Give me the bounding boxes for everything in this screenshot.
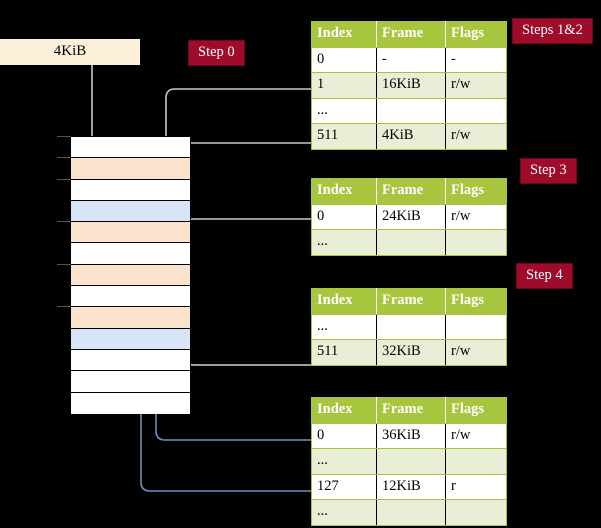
cell-flags: [445, 448, 507, 475]
cell-frame: 16KiB: [376, 72, 446, 99]
frame-boundary-tick: [57, 136, 71, 137]
cell-flags: [445, 313, 507, 341]
step4-badge: Step 4: [517, 264, 572, 288]
column-header-flags: Flags: [445, 397, 507, 424]
cell-flags: [445, 499, 507, 526]
cell-flags: [445, 97, 507, 125]
frame-boundary-tick: [57, 306, 71, 308]
memory-frame-row: [57, 157, 190, 180]
column-header-frame: Frame: [376, 397, 446, 424]
cell-index: ...: [311, 229, 377, 256]
table-row: ...: [311, 448, 507, 475]
memory-frame-row: [71, 243, 190, 265]
frame-boundary-tick: [57, 221, 71, 223]
cell-index: ...: [311, 313, 377, 341]
column-header-flags: Flags: [445, 178, 507, 205]
cell-flags: r: [445, 473, 507, 501]
column-header-index: Index: [311, 397, 377, 424]
cell-index: 0: [311, 422, 377, 450]
cell-frame: [376, 229, 446, 256]
memory-frame-row: [57, 136, 190, 159]
cell-frame: -: [376, 46, 446, 74]
cell-index: 0: [311, 203, 377, 231]
memory-frame-row: [71, 371, 190, 393]
cell-flags: -: [445, 46, 507, 74]
cell-frame: [376, 97, 446, 125]
frame-boundary-tick: [57, 178, 71, 180]
cell-index: 1: [311, 72, 377, 99]
memory-frame-row: [57, 306, 190, 329]
table-row: ...: [311, 229, 507, 256]
memory-frame-row: [57, 178, 190, 201]
cell-index: ...: [311, 97, 377, 125]
column-header-flags: Flags: [445, 288, 507, 315]
memory-frame-row: [71, 200, 190, 223]
cell-index: 511: [311, 339, 377, 366]
cell-flags: [445, 229, 507, 256]
cell-frame: 36KiB: [376, 422, 446, 450]
column-header-index: Index: [311, 178, 377, 205]
column-header-index: Index: [311, 288, 377, 315]
cell-index: ...: [311, 448, 377, 475]
frame-boundary-tick: [57, 263, 71, 265]
table-row: ...: [311, 97, 507, 125]
memory-frame-row: [57, 221, 190, 244]
cell-flags: r/w: [445, 203, 507, 231]
cell-frame: [376, 448, 446, 475]
step3-badge: Step 3: [521, 159, 576, 183]
cell-flags: r/w: [445, 72, 507, 99]
column-header-frame: Frame: [376, 178, 446, 205]
frame-boundary-tick: [57, 157, 71, 159]
column-header-flags: Flags: [445, 21, 507, 48]
column-header-index: Index: [311, 21, 377, 48]
physical-memory-column: [57, 136, 191, 414]
cell-index: ...: [311, 499, 377, 526]
memory-frame-row: [57, 263, 190, 287]
cell-flags: r/w: [445, 339, 507, 366]
memory-frame-row: [71, 286, 190, 308]
table-row: ...: [311, 499, 507, 526]
cell-index: 127: [311, 473, 377, 501]
cell-index: 511: [311, 123, 377, 150]
cell-index: 0: [311, 46, 377, 74]
step0-badge: Step 0: [189, 41, 244, 65]
memory-frame-row: [71, 349, 190, 372]
table-row: 0--: [311, 46, 507, 74]
cell-flags: r/w: [445, 422, 507, 450]
cell-frame: 4KiB: [376, 123, 446, 150]
column-header-frame: Frame: [376, 288, 446, 315]
cell-frame: 12KiB: [376, 473, 446, 501]
cell-flags: r/w: [445, 123, 507, 150]
table-row: ...: [311, 313, 507, 341]
memory-frame-row: [71, 328, 190, 350]
cell-frame: 24KiB: [376, 203, 446, 231]
memory-frame-row: [71, 392, 190, 414]
column-header-frame: Frame: [376, 21, 446, 48]
page-size-label: 4KiB: [0, 39, 140, 65]
cell-frame: [376, 313, 446, 341]
cell-frame: 32KiB: [376, 339, 446, 366]
cell-frame: [376, 499, 446, 526]
steps-1-2-badge: Steps 1&2: [513, 19, 592, 43]
